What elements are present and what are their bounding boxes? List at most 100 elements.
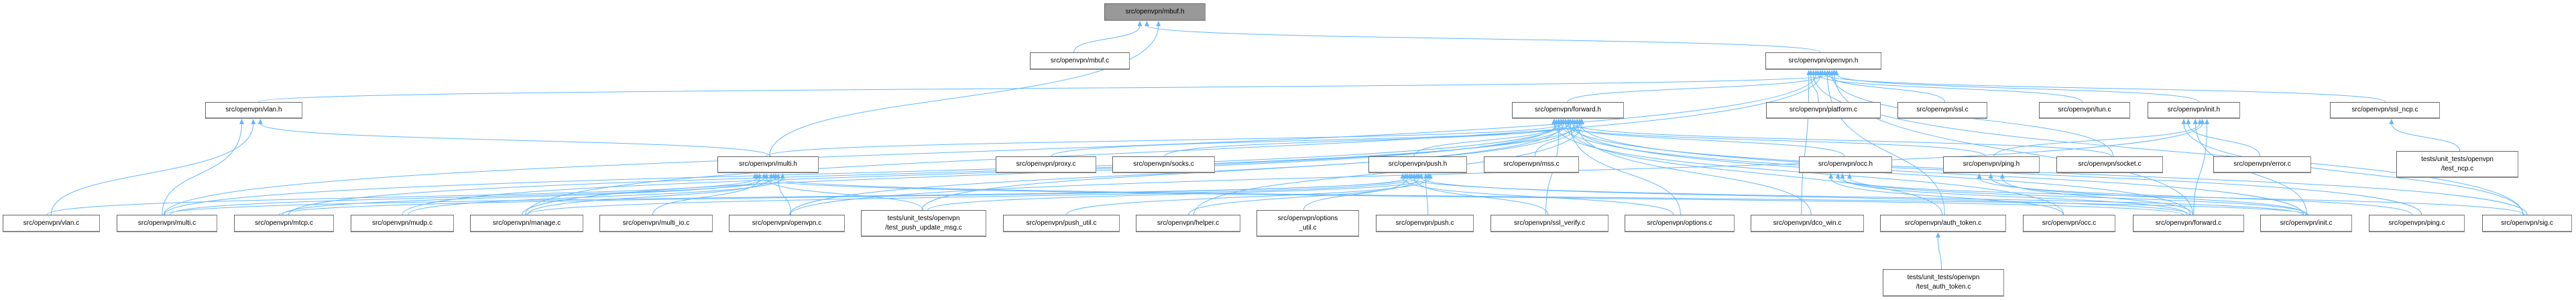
edge-proxy_c-to-forward_h: [1051, 123, 1582, 157]
node-ping-c[interactable]: src/openvpn/ping.c: [2369, 215, 2465, 232]
node-options-util-c[interactable]: src/openvpn/options _util.c: [1256, 210, 1359, 237]
node-socket-c[interactable]: src/openvpn/socket.c: [2056, 156, 2163, 173]
node-mss-c[interactable]: src/openvpn/mss.c: [1484, 156, 1579, 173]
arrowhead-icon: [1806, 70, 1812, 75]
arrowhead-icon: [1407, 173, 1412, 179]
arrowhead-icon: [2205, 119, 2209, 124]
node-mudp-c[interactable]: src/openvpn/mudp.c: [351, 215, 454, 232]
node-ping-h[interactable]: src/openvpn/ping.h: [1943, 156, 2040, 173]
node-mbuf-c[interactable]: src/openvpn/mbuf.c: [1030, 52, 1130, 70]
edge-multi_c-to-multi_h: [170, 177, 776, 215]
node-push-util-c[interactable]: src/openvpn/push_util.c: [1003, 215, 1120, 232]
edge-multi_c-to-vlan_h: [162, 123, 242, 215]
edge-init_h-to-openvpn_h: [1836, 74, 2200, 103]
node-init-h[interactable]: src/openvpn/init.h: [2148, 102, 2240, 119]
edge-ping_h-to-forward_h: [1554, 123, 1987, 157]
arrowhead-icon: [1977, 173, 1982, 179]
edge-manage_c-to-push_h: [526, 177, 1417, 215]
edge-multi_io_c-to-multi_h: [652, 177, 760, 215]
node-init-c[interactable]: src/openvpn/init.c: [2260, 215, 2352, 232]
node-sig-c[interactable]: src/openvpn/sig.c: [2482, 215, 2572, 232]
edge-multi_h-to-forward_h: [766, 123, 1564, 157]
arrowhead-icon: [2000, 173, 2005, 179]
arrowhead-icon: [1419, 173, 1424, 179]
arrowhead-icon: [1835, 173, 1840, 179]
edge-push_c-to-push_h: [1425, 177, 1429, 215]
node-multi-c[interactable]: src/openvpn/multi.c: [117, 215, 217, 232]
arrowhead-icon: [1145, 21, 1149, 26]
node-push-h[interactable]: src/openvpn/push.h: [1368, 156, 1467, 173]
node-dco-win-c[interactable]: src/openvpn/dco_win.c: [1751, 215, 1864, 232]
arrowhead-icon: [1552, 119, 1557, 124]
node-mbuf-h[interactable]: src/openvpn/mbuf.h: [1104, 3, 1206, 21]
node-error-c[interactable]: src/openvpn/error.c: [2213, 156, 2311, 173]
arrowhead-icon: [1828, 173, 1834, 179]
arrowhead-icon: [1988, 173, 1993, 179]
arrowhead-icon: [1578, 119, 1582, 124]
node-platform-c[interactable]: src/openvpn/platform.c: [1766, 102, 1881, 119]
edge-platform_c-to-openvpn_h: [1810, 74, 1819, 103]
arrowhead-icon: [771, 173, 776, 179]
arrowhead-icon: [2200, 119, 2205, 124]
edge-socket_c-to-forward_h: [1572, 123, 2112, 157]
node-ssl-ncp-c[interactable]: src/openvpn/ssl_ncp.c: [2330, 102, 2440, 119]
arrowhead-icon: [2181, 119, 2186, 124]
node-manage-c[interactable]: src/openvpn/manage.c: [470, 215, 583, 232]
arrowhead-icon: [251, 119, 256, 124]
arrowhead-icon: [2389, 119, 2394, 124]
node-tun-c[interactable]: src/openvpn/tun.c: [2039, 102, 2130, 119]
arrowhead-icon: [1840, 173, 1845, 179]
edge-dco_win_c-to-forward_h: [1577, 123, 1812, 215]
node-ssl-verify-c[interactable]: src/openvpn/ssl_verify.c: [1490, 215, 1608, 232]
node-test-push-update-msg-c[interactable]: tests/unit_tests/openvpn /test_push_upda…: [861, 210, 986, 237]
edge-forward_c-to-init_h: [2193, 123, 2207, 215]
node-vlan-c[interactable]: src/openvpn/vlan.c: [3, 215, 100, 232]
node-auth-token-c[interactable]: src/openvpn/auth_token.c: [1880, 215, 2006, 232]
node-test-ncp-c[interactable]: tests/unit_tests/openvpn /test_ncp.c: [2396, 151, 2518, 178]
edge-test_push_update_msg_c-to-multi_h: [766, 177, 924, 211]
arrowhead-icon: [1156, 21, 1161, 26]
node-helper-c[interactable]: src/openvpn/helper.c: [1136, 215, 1240, 232]
edge-multi_h-to-mbuf_h: [769, 25, 1159, 157]
edge-manage_c-to-multi_h: [527, 177, 772, 215]
node-occ-c[interactable]: src/openvpn/occ.c: [2023, 215, 2115, 232]
edge-ssl_c-to-openvpn_h: [1829, 74, 1946, 103]
edge-occ_c-to-occ_h: [1830, 177, 2064, 215]
arrowhead-icon: [1137, 21, 1143, 26]
edge-multi_c-to-openvpn_h: [164, 74, 1816, 215]
arrowhead-icon: [780, 173, 785, 179]
edge-sig_c-to-openvpn_h: [1813, 74, 2524, 215]
edge-ssl_verify_c-to-push_h: [1413, 177, 1549, 215]
node-vlan-h[interactable]: src/openvpn/vlan.h: [205, 102, 302, 119]
node-proxy-c[interactable]: src/openvpn/proxy.c: [996, 156, 1096, 173]
edge-multi_c-to-forward_h: [164, 123, 1562, 215]
node-ssl-c[interactable]: src/openvpn/ssl.c: [1897, 102, 1987, 119]
arrowhead-icon: [752, 173, 758, 179]
edge-options_c-to-push_h: [1402, 177, 1674, 215]
node-test-auth-token-c[interactable]: tests/unit_tests/openvpn /test_auth_toke…: [1883, 269, 2004, 297]
edge-sig_c-to-forward_h: [1568, 123, 2528, 215]
node-multi-io-c[interactable]: src/openvpn/multi_io.c: [599, 215, 713, 232]
edge-forward_c-to-multi_h: [754, 177, 2184, 215]
edge-ping_c-to-ping_h: [1979, 177, 2412, 215]
node-forward-h[interactable]: src/openvpn/forward.h: [1512, 102, 1624, 119]
node-push-c[interactable]: src/openvpn/push.c: [1376, 215, 1474, 232]
arrowhead-icon: [1559, 119, 1564, 124]
edge-test_push_update_msg_c-to-push_h: [927, 177, 1429, 211]
node-forward-c[interactable]: src/openvpn/forward.c: [2133, 215, 2244, 232]
node-socks-c[interactable]: src/openvpn/socks.c: [1112, 156, 1215, 173]
node-mtcp-c[interactable]: src/openvpn/mtcp.c: [234, 215, 334, 232]
node-options-c[interactable]: src/openvpn/options.c: [1625, 215, 1735, 232]
node-openvpn-h[interactable]: src/openvpn/openvpn.h: [1765, 52, 1881, 70]
node-occ-h[interactable]: src/openvpn/occ.h: [1799, 156, 1892, 173]
edge-tun_c-to-openvpn_h: [1817, 74, 2083, 103]
edge-forward_h-to-openvpn_h: [1567, 74, 1823, 103]
arrowhead-icon: [1847, 173, 1852, 179]
edge-init_c-to-ping_h: [1990, 177, 2306, 215]
node-multi-h[interactable]: src/openvpn/multi.h: [717, 156, 819, 173]
edge-vlan_c-to-multi_h: [46, 177, 758, 215]
node-openvpn-c[interactable]: src/openvpn/openvpn.c: [729, 215, 845, 232]
edge-helper_c-to-push_h: [1188, 177, 1419, 215]
edge-ssl_ncp_c-to-openvpn_h: [1824, 74, 2386, 103]
